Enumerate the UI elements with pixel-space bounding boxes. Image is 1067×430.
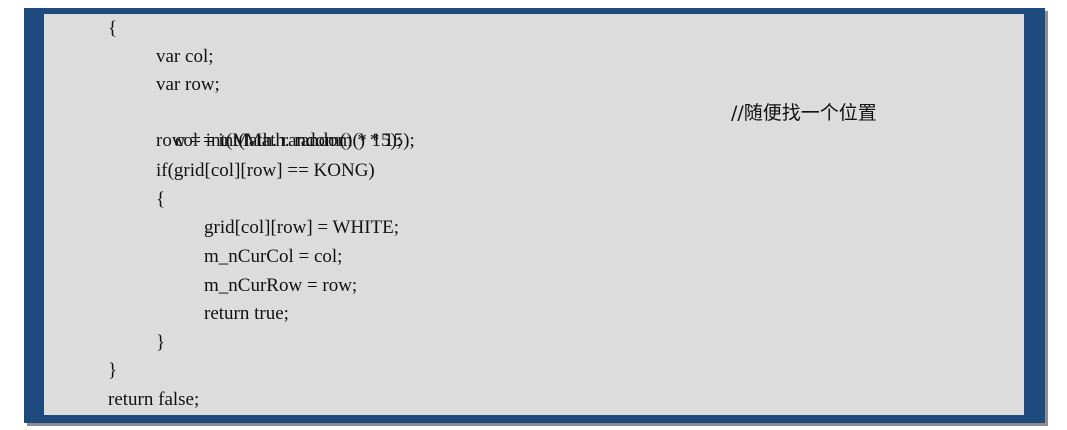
- code-line-11: return true;: [204, 303, 289, 324]
- code-line-4: col = int(Math. random() * 15); //随便找一个位…: [156, 99, 1016, 151]
- code-line-6: if(grid[col][row] == KONG): [156, 160, 375, 181]
- code-line-8: grid[col][row] = WHITE;: [204, 217, 400, 238]
- code-line-1: {: [108, 18, 118, 39]
- code-line-5: row = int(Math. random() * 15);: [156, 130, 403, 151]
- code-line-12: }: [156, 332, 166, 353]
- code-line-2: var col;: [156, 46, 214, 67]
- code-line-14: return false;: [108, 389, 200, 410]
- code-line-9: m_nCurCol = col;: [204, 246, 343, 267]
- code-line-4-text: col = int(Math. random() * 15);: [175, 130, 415, 151]
- code-line-13: }: [108, 360, 118, 381]
- code-line-10: m_nCurRow = row;: [204, 275, 358, 296]
- code-line-7: {: [156, 189, 166, 210]
- code-comment: //随便找一个位置: [731, 102, 877, 124]
- code-panel: { var col; var row; col = int(Math. rand…: [44, 14, 1024, 415]
- code-line-3: var row;: [156, 74, 220, 95]
